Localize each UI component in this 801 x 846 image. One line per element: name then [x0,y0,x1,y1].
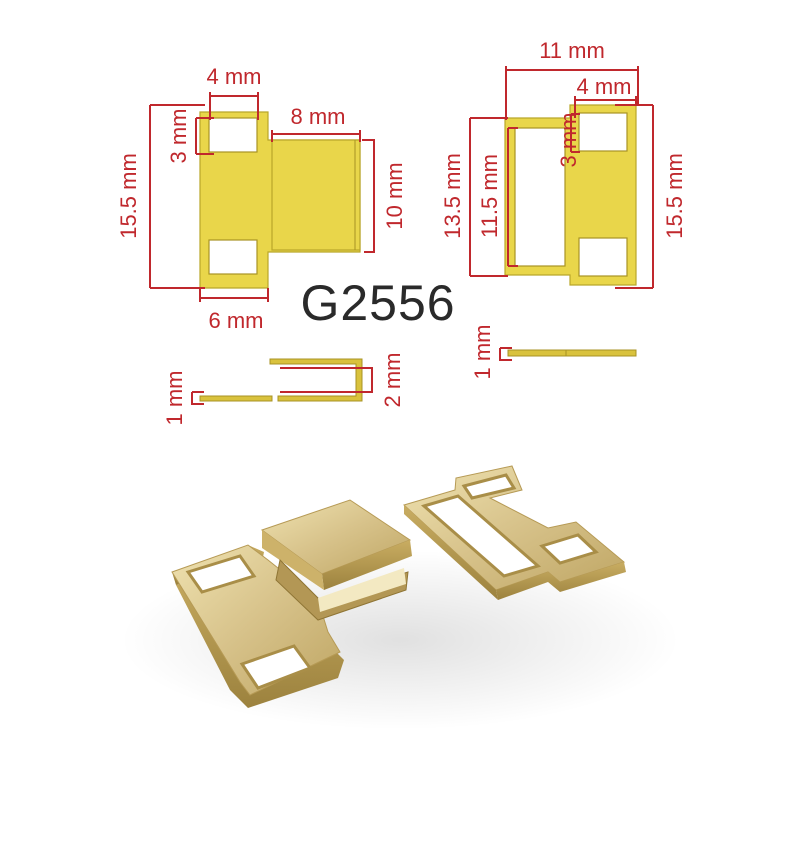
dim-left-hole-height: 3 mm [166,109,191,164]
right-piece-dimension-labels: 11 mm 4 mm 3 mm 13.5 mm 11.5 mm 15.5 mm [440,38,687,239]
dim-right-hole-height: 3 mm [556,113,581,168]
dim-right-inner-height: 11.5 mm [477,154,502,238]
left-piece-dimension-lines [149,92,375,302]
dim-left-clip-width: 8 mm [291,104,346,129]
right-piece-dimension-lines [469,66,654,289]
dim-left-total-height: 15.5 mm [116,153,141,239]
dim-right-top-width: 4 mm [577,74,632,99]
right-piece-3d [403,465,626,600]
dim-right-total-height: 15.5 mm [662,153,687,239]
right-piece-front-view [504,104,637,286]
dim-left-bottom-width: 6 mm [209,308,264,333]
dim-right-total-width: 11 mm [539,38,605,63]
product-code: G2556 [300,275,455,331]
left-piece-dimension-labels: 4 mm 3 mm 8 mm 15.5 mm 10 mm 6 mm [116,64,407,333]
dim-side-right-thickness: 1 mm [470,325,495,380]
dim-side-left-thickness: 1 mm [162,371,187,426]
left-piece-front-view [199,111,361,289]
right-piece-side-view [499,347,637,361]
dim-right-outer-height: 13.5 mm [440,153,465,239]
dim-left-top-width: 4 mm [207,64,262,89]
left-piece-3d [171,499,412,708]
left-piece-side-view [191,358,373,405]
dim-left-clip-height: 10 mm [382,162,407,229]
dim-side-left-gap: 2 mm [380,353,405,408]
buckle-3d-render [120,465,680,730]
